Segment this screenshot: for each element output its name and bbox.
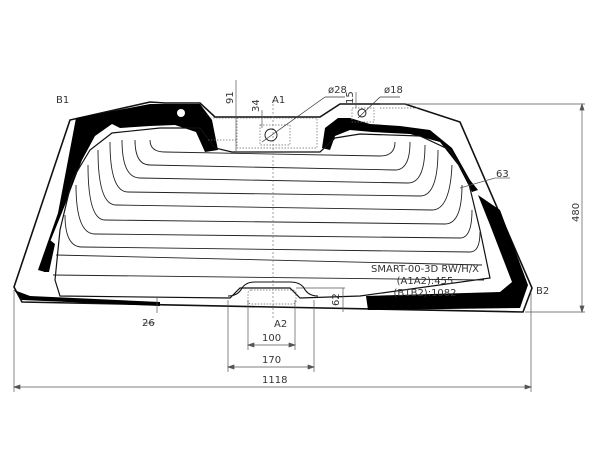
measure-a1a2: (A1A2):455 <box>396 276 454 287</box>
dim-top-notch-depth: 91 <box>225 91 236 104</box>
point-a1-label: A1 <box>272 95 286 106</box>
bottom-tab <box>227 281 319 297</box>
dim-sensor-offset: 34 <box>251 99 262 112</box>
sensor-area-dotted <box>208 107 420 305</box>
black-bracket-left <box>112 104 218 152</box>
dim-hole-small-offset: 15 <box>345 91 356 104</box>
part-code: SMART-00-3D RW/H/X <box>371 264 479 275</box>
black-bracket-right <box>322 118 478 192</box>
bracket-hole-left <box>177 109 185 117</box>
dim-bottom-tab-height: 62 <box>331 293 342 306</box>
point-a2-label: A2 <box>274 319 288 330</box>
black-band-bottom-left <box>14 290 160 306</box>
dim-overall-width: 1118 <box>262 375 288 386</box>
black-band-left-frit <box>44 240 55 272</box>
dim-hole-large: ø28 <box>328 85 347 96</box>
dim-hole-small: ø18 <box>384 85 403 96</box>
part-info-block: SMART-00-3D RW/H/X (A1A2):455 (B1B2):108… <box>360 264 490 300</box>
black-band-right <box>366 195 528 310</box>
dimension-lines <box>12 80 585 392</box>
dim-bottom-tab-outer: 170 <box>262 355 282 366</box>
dim-overall-height: 480 <box>571 202 582 222</box>
glass-outline <box>13 101 533 313</box>
dim-side-band: 63 <box>496 169 509 180</box>
point-b2-label: B2 <box>536 286 550 297</box>
point-b1-label: B1 <box>56 95 70 106</box>
black-band-left <box>38 104 192 272</box>
heater-grid-lines <box>52 139 485 281</box>
heated-area-outline <box>54 127 491 299</box>
hole-18 <box>357 108 367 118</box>
dim-bottom-band: 26 <box>142 318 155 329</box>
dim-bottom-tab-inner: 100 <box>262 333 282 344</box>
measure-b1b2: (B1B2):1082 <box>393 288 457 299</box>
hole-28 <box>264 128 278 142</box>
